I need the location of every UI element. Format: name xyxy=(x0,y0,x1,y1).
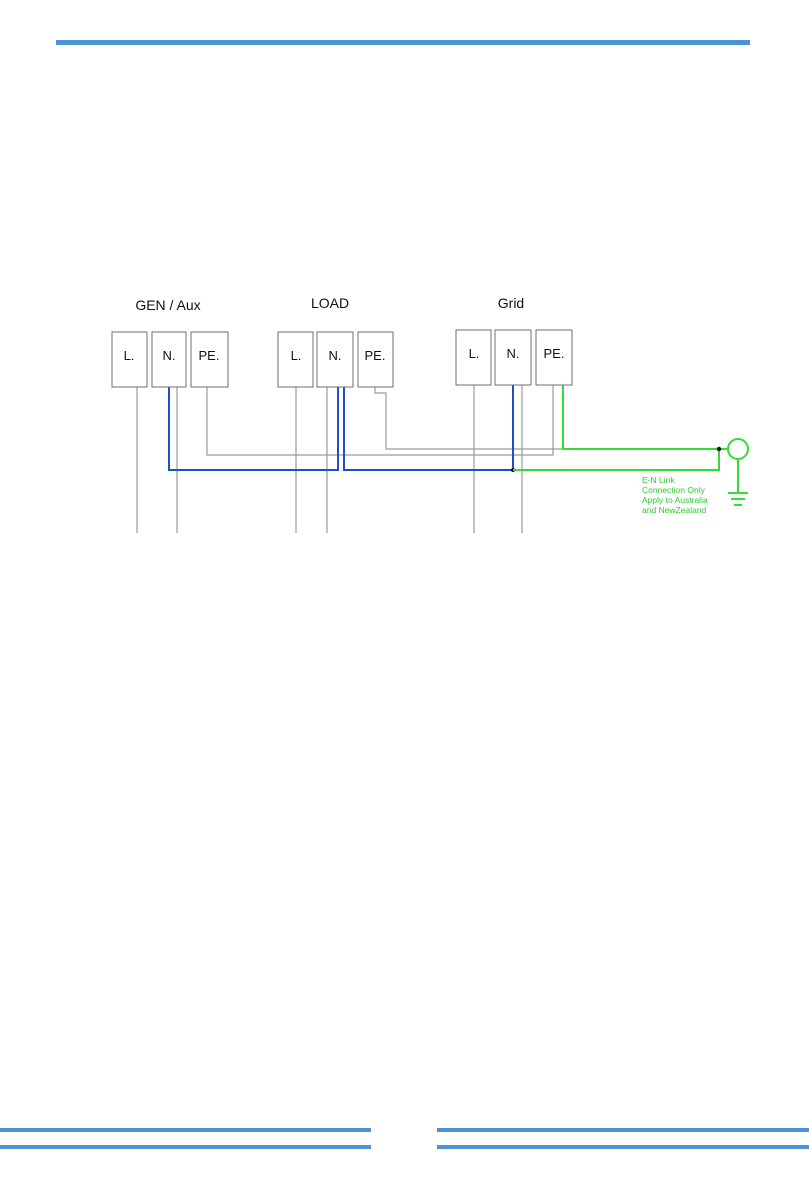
earth-electrode xyxy=(728,439,748,459)
terminal-boxes xyxy=(112,330,572,387)
grid-l-label: L. xyxy=(469,346,480,361)
load-n-to-grid xyxy=(344,385,513,470)
grid-label: Grid xyxy=(498,295,524,311)
note-line-2: Connection Only xyxy=(642,485,706,495)
grid-pe-to-earth xyxy=(563,385,719,449)
grid-n-label: N. xyxy=(507,346,520,361)
en-link-note: E-N Link Connection Only Apply to Austra… xyxy=(642,475,708,515)
gen-pe-wire xyxy=(207,385,553,455)
gen-n-label: N. xyxy=(163,348,176,363)
neutral-bus xyxy=(169,385,513,470)
earth-junction-dot xyxy=(717,447,721,451)
gen-pe-label: PE. xyxy=(199,348,220,363)
load-pe-label: PE. xyxy=(365,348,386,363)
en-link-wire xyxy=(513,449,719,470)
grid-pe-label: PE. xyxy=(544,346,565,361)
load-label: LOAD xyxy=(311,295,349,311)
gen-l-label: L. xyxy=(124,348,135,363)
load-n-label: N. xyxy=(329,348,342,363)
note-line-3: Apply to Australia xyxy=(642,495,708,505)
note-line-4: and NewZealand xyxy=(642,505,707,515)
earth-wiring xyxy=(513,385,748,505)
gen-n-to-bus xyxy=(169,387,338,470)
gen-aux-label: GEN / Aux xyxy=(135,297,200,313)
load-pe-wire xyxy=(375,387,563,449)
note-line-1: E-N Link xyxy=(642,475,675,485)
gray-wires xyxy=(137,385,563,533)
load-l-label: L. xyxy=(291,348,302,363)
